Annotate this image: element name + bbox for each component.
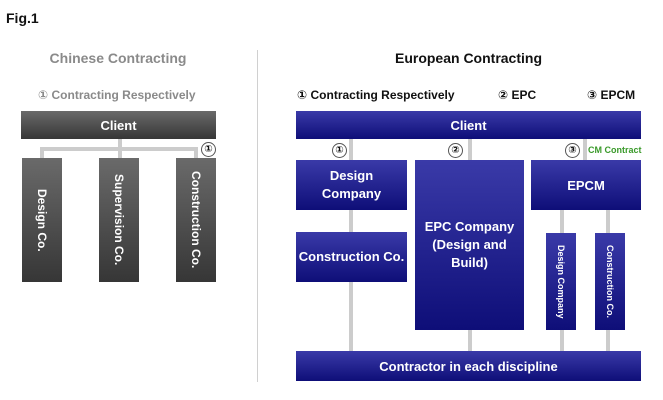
cn-construction-box: Construction Co. [176,158,216,282]
eu-epcm-design-link [560,330,564,352]
eu-design-construction-link [349,210,353,234]
eu-construction-contractor-link [349,282,353,352]
cn-design-box: Design Co. [22,158,62,282]
eu-epcm-design-label: Design Company [556,244,566,319]
eu-badge-2: ② [448,143,463,158]
cn-design-label: Design Co. [35,188,49,252]
cn-supervision-box: Supervision Co. [99,158,139,282]
chinese-heading: Chinese Contracting [49,50,187,66]
eu-badge-1: ① [332,143,347,158]
cn-drop-2 [118,147,122,159]
cn-client-box: Client [21,111,216,139]
eu-label-respectively: ① Contracting Respectively [297,88,455,102]
european-heading: European Contracting [394,50,542,66]
eu-epcm-left-drop [560,210,564,234]
cn-drop-1 [40,147,44,159]
eu-stem-2 [468,139,472,161]
cm-contract-label: CM Contract [588,145,642,155]
eu-epcm-construction-box: Construction Co. [595,233,625,330]
eu-stem-3 [583,139,587,161]
chinese-subheading: ① Contracting Respectively [38,88,196,102]
eu-epcm-right-drop [606,210,610,234]
eu-client-box: Client [296,111,641,139]
eu-design-company-box: Design Company [296,160,407,210]
eu-epc-company-box: EPC Company (Design and Build) [415,160,524,330]
eu-epcm-construction-label: Construction Co. [605,245,615,318]
eu-label-epcm: ③ EPCM [587,88,636,102]
eu-construction-box: Construction Co. [296,232,407,282]
section-divider [257,50,258,382]
eu-epcm-design-box: Design Company [546,233,576,330]
cn-client-stem [118,139,122,149]
cn-supervision-label: Supervision Co. [112,174,126,266]
eu-epc-contractor-link [468,330,472,352]
eu-stem-1 [349,139,353,161]
eu-badge-3: ③ [565,143,580,158]
cn-badge-1: ① [201,142,216,157]
cn-construction-label: Construction Co. [189,171,203,269]
eu-contractor-box: Contractor in each discipline [296,351,641,381]
eu-epcm-box: EPCM [531,160,641,210]
cn-drop-3 [194,147,198,159]
figure-label: Fig.1 [6,10,39,26]
eu-label-epc: ② EPC [498,88,537,102]
eu-epcm-construction-link [606,330,610,352]
